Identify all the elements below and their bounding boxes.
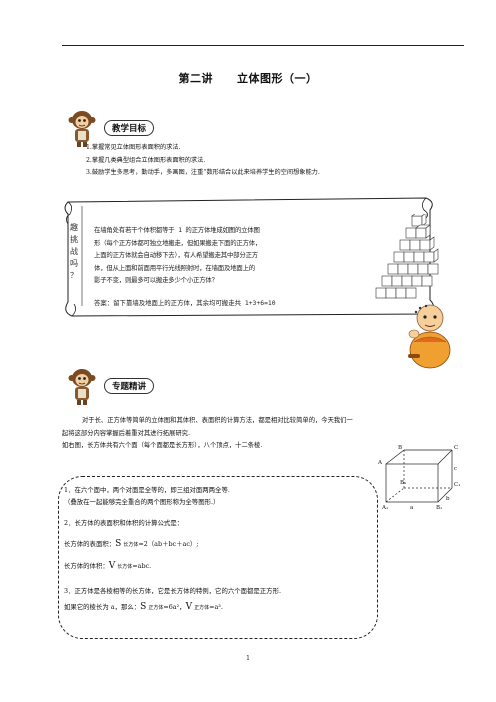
vertex-label: C bbox=[454, 445, 458, 451]
intro-line: 对于长、正方体等简单的立体图和其体积、表面积的计算方法，都是相对比较简单的，今天… bbox=[82, 417, 353, 424]
teaching-goals-header: 教学目标 bbox=[66, 108, 155, 148]
stacked-cubes-figure bbox=[375, 214, 439, 299]
monkey-mascot-icon bbox=[68, 111, 96, 147]
surface-area-formula: 长方体的表面积：S 长方体=2（ab＋bc＋ac）; bbox=[64, 538, 382, 551]
property-note: （叠放在一起能够完全重合的两个图形称为全等图形.） bbox=[64, 498, 220, 506]
intro-line: 起将这部分内容掌握后着重对其进行拓展研究. bbox=[62, 429, 190, 437]
vertical-char: 挑 bbox=[70, 235, 78, 244]
cube-property: 3．正方体是各棱相等的长方体，它是长方体的特例，它的六个面都是正方形. bbox=[64, 587, 281, 595]
vertical-char: 趣 bbox=[70, 223, 78, 232]
vertical-char: ？ bbox=[70, 271, 78, 280]
topic-header: 专题精讲 bbox=[66, 366, 155, 406]
cube-area-subscript: 正方体 bbox=[148, 605, 164, 611]
intro-paragraph: 对于长、正方体等简单的立体图和其体积、表面积的计算方法，都是相对比较简单的，今天… bbox=[62, 415, 467, 453]
challenge-answer: 答案：留下靠墙及地面上的正方体，其余均可搬走共 1+3+6=10 bbox=[94, 299, 276, 307]
vertex-label: B₁ bbox=[436, 505, 442, 510]
volume-subscript: 长方体 bbox=[117, 564, 133, 570]
cuboid-figure: B C A B₁ C₁ A₁ B₁ a b c bbox=[378, 445, 460, 510]
volume-expression: =abc. bbox=[132, 562, 152, 570]
vertex-label: B bbox=[398, 445, 402, 451]
page-number: 1 bbox=[246, 655, 250, 662]
vertex-label: A bbox=[378, 460, 383, 466]
formula-heading: 2．长方体的表面积和体积的计算公式是： bbox=[64, 519, 184, 527]
cube-area-expression: =6a² bbox=[163, 603, 180, 611]
question-line: 影子不变，则最多可以搬走多少个小正方体？ bbox=[94, 276, 218, 284]
challenge-scroll bbox=[64, 197, 434, 317]
cube-volume-expression: =a³. bbox=[209, 603, 223, 611]
formula-box-content: 1．在六个面中，两个对面是全等的，即三组对面两两全等. （叠放在一起能够完全重合… bbox=[64, 484, 382, 614]
vertical-char: 吗 bbox=[70, 259, 78, 268]
volume-label: 长方体的体积： bbox=[64, 562, 109, 570]
edge-label: b bbox=[446, 496, 450, 502]
challenge-vertical-label: 趣 挑 战 吗 ？ bbox=[68, 222, 80, 282]
area-symbol: S bbox=[115, 539, 122, 549]
vertical-char: 战 bbox=[70, 247, 78, 256]
goal-item: 3.鼓励学生多思考，勤动手，多画图，注重“数形结合以此来培养学生的空间想象能力. bbox=[86, 169, 320, 176]
edge-label: c bbox=[454, 466, 457, 472]
lecture-topic: 立体图形（一） bbox=[237, 72, 318, 85]
edge-label: a bbox=[410, 505, 414, 510]
cube-area-symbol: S bbox=[140, 602, 147, 612]
formula-box bbox=[58, 476, 378, 639]
cube-volume-symbol: V bbox=[185, 602, 193, 612]
header-rule bbox=[62, 45, 464, 46]
question-line: 形（每个正方体都可独立地搬走，但如果搬走下面的正方体， bbox=[94, 238, 262, 247]
area-label: 长方体的表面积： bbox=[64, 540, 116, 548]
teaching-goals-label: 教学目标 bbox=[104, 120, 155, 136]
property-line: 1．在六个面中，两个对面是全等的，即三组对面两两全等. bbox=[64, 486, 230, 494]
volume-formula: 长方体的体积：V 长方体=abc. bbox=[64, 560, 382, 573]
vertex-label: A₁ bbox=[381, 505, 388, 510]
cube-formulas: 如果它的棱长为 a，那么：S 正方体=6a²，V 正方体=a³. bbox=[64, 601, 382, 614]
cube-prefix: 如果它的棱长为 a，那么： bbox=[64, 603, 141, 611]
intro-line: 如右图，长方体共有六个面（每个面都是长方形），八个顶点，十二条棱. bbox=[62, 442, 263, 449]
cube-volume-subscript: 正方体 bbox=[194, 605, 210, 611]
area-expression: =2（ab＋bc＋ac）; bbox=[138, 540, 199, 548]
goal-item: 2.掌握几类典型组合立体图形表面积的求法. bbox=[86, 156, 206, 164]
lecture-number: 第二讲 bbox=[178, 72, 213, 85]
question-line: 上面的正方体就会自动移下去），有人希望搬走其中部分正方 bbox=[94, 251, 258, 259]
area-subscript: 长方体 bbox=[123, 542, 139, 548]
monkey-mascot-icon bbox=[68, 369, 96, 405]
question-line: 在墙角处有若干个体积都等于 1 的正方体堆成如图的立体图 bbox=[94, 226, 260, 234]
challenge-question: 在墙角处有若干个体积都等于 1 的正方体堆成如图的立体图 形（每个正方体都可独立… bbox=[94, 224, 362, 287]
vertex-label: B₁ bbox=[400, 480, 406, 486]
vertex-label: C₁ bbox=[454, 482, 460, 488]
monk-mascot-icon bbox=[408, 304, 451, 369]
page-title: 第二讲 立体图形（一） bbox=[0, 70, 496, 86]
question-line: 体，但从上面和前面用平行光线照射时，在墙面及地面上的 bbox=[94, 263, 255, 272]
topic-label: 专题精讲 bbox=[104, 378, 155, 394]
separator: ， bbox=[179, 603, 186, 611]
goal-item: 1.掌握常见立体图形表面积的求法. bbox=[86, 144, 181, 151]
volume-symbol: V bbox=[108, 561, 116, 571]
teaching-goals-list: 1.掌握常见立体图形表面积的求法. 2.掌握几类典型组合立体图形表面积的求法. … bbox=[86, 142, 466, 180]
